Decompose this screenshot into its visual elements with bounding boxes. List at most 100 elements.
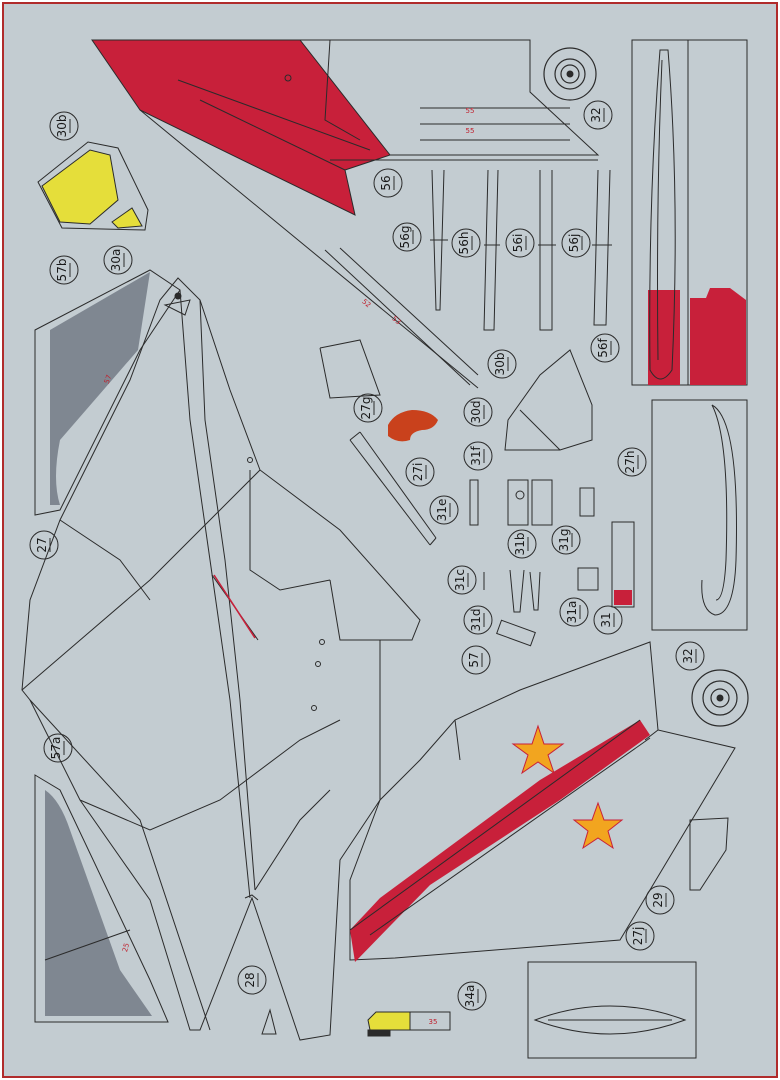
mark-53: 53 <box>390 315 402 327</box>
label-circle <box>590 333 620 363</box>
label-circle <box>463 605 493 635</box>
part-57a-panel <box>34 774 169 1023</box>
part-57b-panel <box>34 269 181 516</box>
mark-55a: 55 <box>466 107 475 115</box>
label-p29: 29 <box>645 885 675 915</box>
label-text: 30b <box>493 353 507 376</box>
label-text: 56j <box>567 234 581 253</box>
part-28-small <box>261 1008 277 1035</box>
label-p57a: 57a <box>43 733 73 763</box>
label-text: 28 <box>243 972 257 987</box>
part-labels: 30b 30a 57b 27 57a 28 56 56g 56h 56i 56j 56f 32 32 27g… <box>29 100 705 1011</box>
label-circle <box>463 441 493 471</box>
label-circle <box>451 228 481 258</box>
label-text: 31d <box>469 609 483 632</box>
label-p56h: 56h <box>451 228 481 258</box>
label-text: 56 <box>379 175 393 190</box>
label-p31e: 31e <box>429 495 459 525</box>
label-circle <box>43 733 73 763</box>
label-p31c: 31c <box>447 565 477 595</box>
label-circle <box>551 525 581 555</box>
wheel-32-bottom <box>691 669 749 727</box>
part-56-fin <box>91 39 600 389</box>
label-circle <box>561 228 591 258</box>
label-circle <box>103 245 133 275</box>
label-p32b: 32 <box>675 641 705 671</box>
label-text: 57a <box>49 737 63 760</box>
label-circle <box>429 495 459 525</box>
part-31-small <box>469 479 635 647</box>
label-circle <box>463 397 493 427</box>
label-text: 31a <box>565 601 579 624</box>
label-text: 29 <box>651 892 665 907</box>
star-2 <box>572 801 624 850</box>
label-text: 27j <box>631 927 645 946</box>
mark-35: 35 <box>429 1018 438 1026</box>
label-circle <box>353 393 383 423</box>
label-p56i: 56i <box>505 228 535 258</box>
label-text: 31f <box>469 445 483 465</box>
label-text: 57 <box>467 652 481 667</box>
part-27-fuselage <box>21 277 421 1041</box>
label-p31b: 31b <box>507 529 537 559</box>
part-30b-canopy <box>37 141 149 231</box>
label-text: 56i <box>511 234 525 253</box>
label-p56j: 56j <box>561 228 591 258</box>
label-circle <box>617 447 647 477</box>
label-p31a: 31a <box>559 597 589 627</box>
part-30b-mid <box>504 349 593 451</box>
label-text: 30d <box>469 401 483 424</box>
label-p56f: 56f <box>590 333 620 363</box>
part-34a <box>367 1011 451 1037</box>
mark-52: 52 <box>360 298 372 310</box>
label-circle <box>457 981 487 1011</box>
label-circle <box>593 605 623 635</box>
part-center-strips <box>319 247 479 546</box>
label-p27j: 27j <box>625 921 655 951</box>
red-marks: 57 25 55 55 52 53 35 <box>103 107 475 1026</box>
label-circle <box>583 100 613 130</box>
mark-27-red <box>213 574 256 639</box>
label-text: 31e <box>435 499 449 522</box>
label-p31: 31 <box>593 605 623 635</box>
label-circle <box>49 255 79 285</box>
label-text: 32 <box>589 107 603 122</box>
star-1 <box>511 724 565 775</box>
label-text: 56f <box>596 337 610 357</box>
label-text: 27 <box>35 537 49 552</box>
part-57-wing <box>349 641 736 962</box>
label-p30d: 30d <box>463 397 493 427</box>
label-text: 30a <box>109 249 123 272</box>
label-p30a_l: 30a <box>103 245 133 275</box>
label-p31d: 31d <box>463 605 493 635</box>
label-p31f: 31f <box>463 441 493 471</box>
label-circle <box>405 457 435 487</box>
label-p56g: 56g <box>392 222 422 252</box>
label-circle <box>625 921 655 951</box>
label-text: 34a <box>463 985 477 1008</box>
label-p27g: 27g <box>353 393 383 423</box>
label-circle <box>447 565 477 595</box>
label-circle <box>373 168 403 198</box>
label-p34a: 34a <box>457 981 487 1011</box>
label-p27: 27 <box>29 530 59 560</box>
label-circle <box>29 530 59 560</box>
label-circle <box>505 228 535 258</box>
label-circle <box>559 597 589 627</box>
label-text: 27g <box>359 397 373 420</box>
label-text: 57b <box>55 259 69 282</box>
part-56f-panel <box>631 39 748 386</box>
label-circle <box>487 349 517 379</box>
label-text: 31g <box>557 529 571 552</box>
label-text: 30b <box>55 115 69 138</box>
mark-55b: 55 <box>466 127 475 135</box>
label-text: 31c <box>453 569 467 591</box>
label-circle <box>49 111 79 141</box>
wheel-32-top <box>543 47 597 101</box>
mark-57: 57 <box>103 374 114 385</box>
label-p27i: 27i <box>405 457 435 487</box>
label-circle <box>392 222 422 252</box>
part-56-strips <box>430 169 612 331</box>
label-p31g: 31g <box>551 525 581 555</box>
